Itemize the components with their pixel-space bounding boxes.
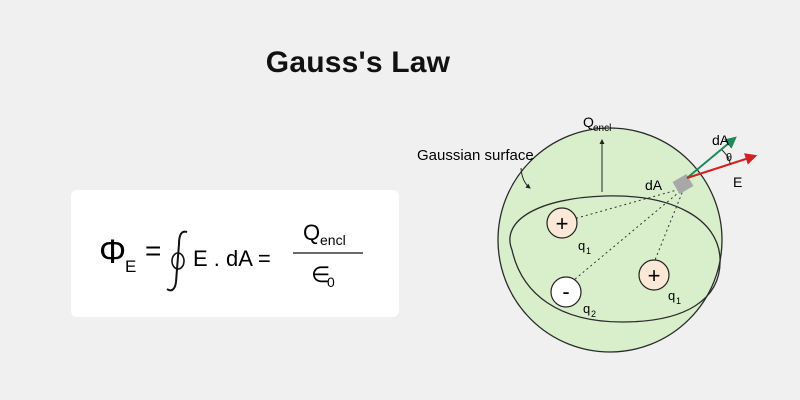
gaussian-surface-label: Gaussian surface — [417, 147, 534, 164]
phi-symbol: Φ — [99, 233, 126, 271]
gaussian-surface-diagram: Gaussian surface Q encl + q 1 - q 2 + q … — [417, 114, 758, 353]
charge-label: q — [578, 238, 585, 253]
charge-label-subscript: 1 — [676, 296, 681, 306]
charge-sign: + — [556, 211, 569, 236]
normal-vector-label: dA — [712, 132, 730, 148]
field-vector-arrow — [686, 153, 758, 179]
numerator-subscript: encl — [320, 232, 346, 248]
surface-pointer-arrow — [520, 167, 531, 189]
charge-label-subscript: 2 — [591, 309, 596, 319]
phi-subscript: E — [125, 257, 136, 276]
angle-arc — [721, 149, 731, 165]
enclosed-region-outline — [509, 195, 721, 323]
page-title: Gauss's Law — [265, 46, 451, 79]
dotted-connectors — [561, 187, 685, 291]
field-vector-label: E — [733, 174, 742, 190]
numerator-base: Q — [303, 220, 320, 245]
enclosed-charge-subscript: encl — [593, 123, 611, 134]
charge-q1-lower: + q 1 — [638, 259, 681, 306]
area-element-label: dA — [645, 177, 663, 193]
denominator-base: ∈ — [311, 262, 330, 287]
charge-sign: - — [562, 279, 569, 304]
formula-card: Φ E = E . dA = Q encl ∈ 0 — [71, 190, 399, 317]
charge-label: q — [583, 301, 590, 316]
enclosed-charge-label: Q — [583, 114, 594, 130]
charge-q1-upper: + q 1 — [546, 207, 591, 256]
gauss-law-formula: Φ E = E . dA = Q encl ∈ 0 — [99, 220, 363, 292]
normal-vector-arrow — [686, 136, 737, 179]
area-element-patch — [672, 173, 694, 195]
denominator-subscript: 0 — [327, 274, 335, 290]
integrand: E . dA = — [193, 246, 271, 271]
charge-label: q — [668, 288, 675, 303]
charge-q2: - q 2 — [550, 276, 596, 319]
closed-integral-icon — [166, 230, 188, 292]
charge-label-subscript: 1 — [586, 246, 591, 256]
angle-label: θ — [726, 152, 732, 164]
equals-sign: = — [145, 235, 161, 266]
charge-sign: + — [648, 263, 661, 288]
